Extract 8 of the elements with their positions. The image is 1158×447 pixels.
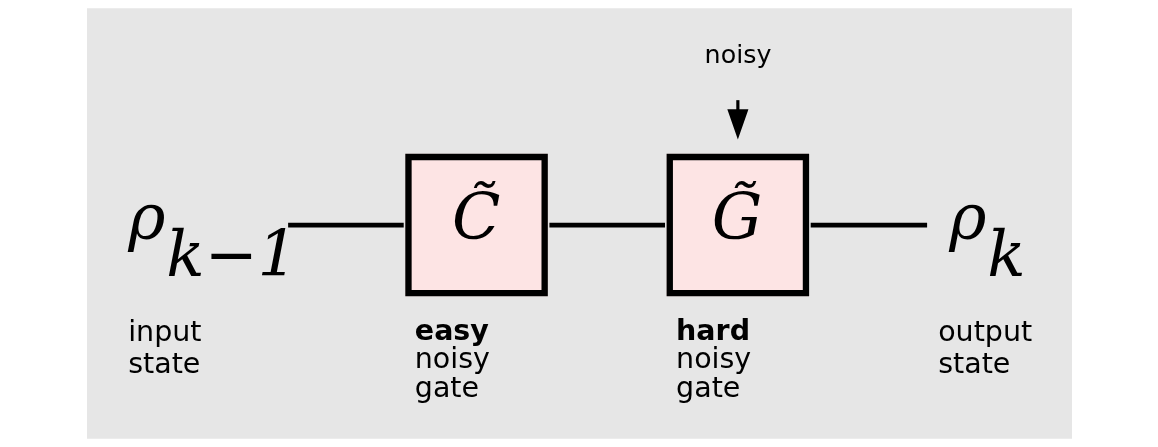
connector [287,222,404,228]
node-label: output state [937,315,1032,380]
connector [548,222,665,228]
node-label: hard noisy gate [675,313,751,404]
node-label: input state [127,315,201,380]
connector [810,222,927,228]
node-label: easy noisy gate [414,313,490,404]
node-text: noisy [704,39,771,70]
